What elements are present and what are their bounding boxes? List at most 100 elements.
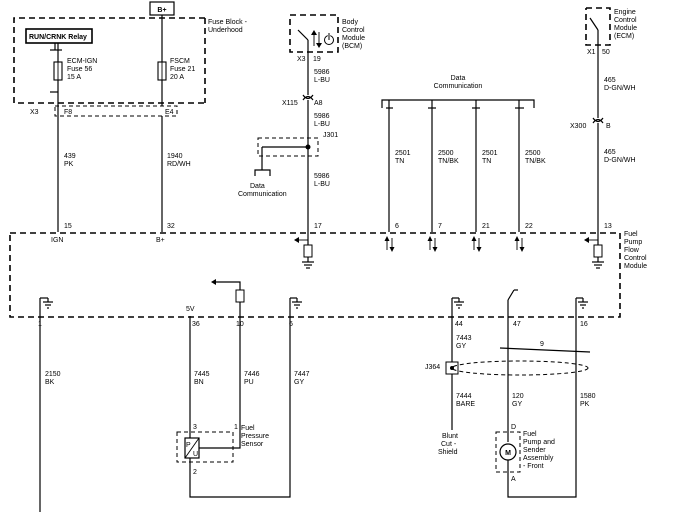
w7444-color: BARE xyxy=(456,401,475,408)
ground-wire-2150: 2150 BK xyxy=(39,320,61,512)
relay-label: RUN/CRNK Relay xyxy=(29,34,87,41)
bcm-inline-pin: A8 xyxy=(314,100,323,107)
bcm-wire-mid-color: L-BU xyxy=(314,121,330,128)
bottom-pin-44: 44 xyxy=(455,321,463,328)
bcm-switch-icon xyxy=(297,29,309,41)
pump-pin-a: A xyxy=(511,476,516,483)
ecm-wire-bottom-color: D-GN/WH xyxy=(604,157,636,164)
bcm-wire-bottom-circuit: 5986 xyxy=(314,173,330,180)
fuse-ecm-line1: ECM-IGN xyxy=(67,58,97,65)
bottom-pin-47: 47 xyxy=(513,321,521,328)
bcm-wire-top-color: L-BU xyxy=(314,77,330,84)
bcm-wire-mid-circuit: 5986 xyxy=(314,113,330,120)
bcm-inline-connector: X115 xyxy=(282,100,298,107)
bcm-wire: 5986 L-BU X115 A8 5986 L-BU J301 Data Co… xyxy=(238,52,338,232)
pump-driver-switch-icon xyxy=(507,289,518,320)
fuel-pressure-sensor: P U 3 1 2 Fuel Pressure Sensor xyxy=(176,424,269,476)
w2150-circuit: 2150 xyxy=(45,371,61,378)
w7443-color: GY xyxy=(456,343,466,350)
data-arrow-icon xyxy=(384,236,525,252)
bplus-color: RD/WH xyxy=(167,161,191,168)
ecm-line2: Control xyxy=(614,17,637,24)
ign-wire: 439 PK 15 IGN xyxy=(51,92,76,244)
bcm-splice: J301 xyxy=(323,132,338,139)
bcm-module: Body Control Module (BCM) X3 19 xyxy=(289,14,365,63)
bcm-wire-bottom-color: L-BU xyxy=(314,181,330,188)
w1580-color: PK xyxy=(580,401,590,408)
relay-box xyxy=(25,28,93,44)
ecm-wire-bottom-circuit: 465 xyxy=(604,149,616,156)
w7447-circuit: 7447 xyxy=(294,371,310,378)
data-communication-bus: Data Communication 2501 TN 2500 TN/BK 25… xyxy=(381,75,546,252)
blunt-cut-1: Blunt xyxy=(442,433,458,440)
data-wire-3-circuit: 2501 xyxy=(482,150,498,157)
sensor-label-2: Pressure xyxy=(241,433,269,440)
sensor-label-1: Fuel xyxy=(241,425,255,432)
data-wire-3-pin: 21 xyxy=(482,223,490,230)
sensor-glyph-p: P xyxy=(186,442,191,449)
bcm-line1: Body xyxy=(342,19,358,26)
fuse-ecm-line3: 15 A xyxy=(67,74,81,81)
bcm-data-comm-1: Data xyxy=(250,183,265,190)
bottom-pin-36: 36 xyxy=(192,321,200,328)
ecm-wire-top-circuit: 465 xyxy=(604,77,616,84)
ground-icon xyxy=(39,297,53,320)
data-wire-2-pin: 7 xyxy=(438,223,442,230)
ecm-module-pin: 13 xyxy=(604,223,612,230)
ecm-line1: Engine xyxy=(614,9,636,16)
ign-circuit: 439 xyxy=(64,153,76,160)
fuse-fscm-line2: Fuse 21 xyxy=(170,66,195,73)
ground-icon xyxy=(451,297,464,320)
w7443-circuit: 7443 xyxy=(456,335,472,342)
fuse-pin-e4: E4 xyxy=(165,109,174,116)
w120-circuit: 120 xyxy=(512,393,524,400)
fuse-connector: X3 xyxy=(30,109,39,116)
motor-glyph: M xyxy=(505,450,511,457)
signal-input-icon xyxy=(211,279,245,320)
blunt-cut-2: Cut - xyxy=(441,441,457,448)
ecm-inline-pin: B xyxy=(606,123,611,130)
bplus-circuit: 1940 xyxy=(167,153,183,160)
bcm-pin: 19 xyxy=(313,56,321,63)
fuse-ecm-line2: Fuse 56 xyxy=(67,66,92,73)
ecm-wire: 465 D-GN/WH X300 B 465 D-GN/WH 13 xyxy=(570,45,636,232)
w1580-circuit: 1580 xyxy=(580,393,596,400)
pump-label-4: Assembly xyxy=(523,455,554,462)
bcm-connector: X3 xyxy=(297,56,306,63)
bottom-pin-6: 6 xyxy=(289,321,293,328)
ground-icon xyxy=(289,297,302,320)
fuse-fscm-line1: FSCM xyxy=(170,58,190,65)
fpfcm-line2: Pump xyxy=(624,239,642,246)
bcm-data-comm-2: Communication xyxy=(238,191,287,198)
twist-marker xyxy=(499,347,591,353)
bottom-pin-16: 16 xyxy=(580,321,588,328)
data-bus-title-1: Data xyxy=(451,75,466,82)
ecm-line3: Module xyxy=(614,25,637,32)
w7445-color: BN xyxy=(194,379,204,386)
bplus-top-label: B+ xyxy=(157,7,166,14)
bplus-top-connector: B+ xyxy=(149,1,175,16)
ecm-wire-top-color: D-GN/WH xyxy=(604,85,636,92)
ecm-connector: X1 xyxy=(587,49,596,56)
ecm-switch-icon xyxy=(589,17,599,31)
bcm-input-resistor-icon xyxy=(294,232,314,269)
twist-count: 9 xyxy=(540,341,544,348)
fpfcm-line4: Control xyxy=(624,255,647,262)
bottom-5v: 5V xyxy=(186,306,195,313)
ign-color: PK xyxy=(64,161,74,168)
bplus-pin: 32 xyxy=(167,223,175,230)
w120-color: GY xyxy=(512,401,522,408)
fuse-block-underhood: Fuse Block - Underhood RUN/CRNK Relay EC… xyxy=(13,15,248,117)
w2150-color: BK xyxy=(45,379,55,386)
ecm-inline-connector: X300 xyxy=(570,123,586,130)
data-wire-3-color: TN xyxy=(482,158,491,165)
w7444-circuit: 7444 xyxy=(456,393,472,400)
ecm-pin: 50 xyxy=(602,49,610,56)
pump-label-2: Pump and xyxy=(523,439,555,446)
data-wire-2-color: TN/BK xyxy=(438,158,459,165)
pump-label-5: - Front xyxy=(523,463,544,470)
fuse-block-title-2: Underhood xyxy=(208,27,243,34)
sensor-wires: 7445 BN 7446 PU 7447 GY xyxy=(189,316,310,498)
w7445-circuit: 7445 xyxy=(194,371,210,378)
